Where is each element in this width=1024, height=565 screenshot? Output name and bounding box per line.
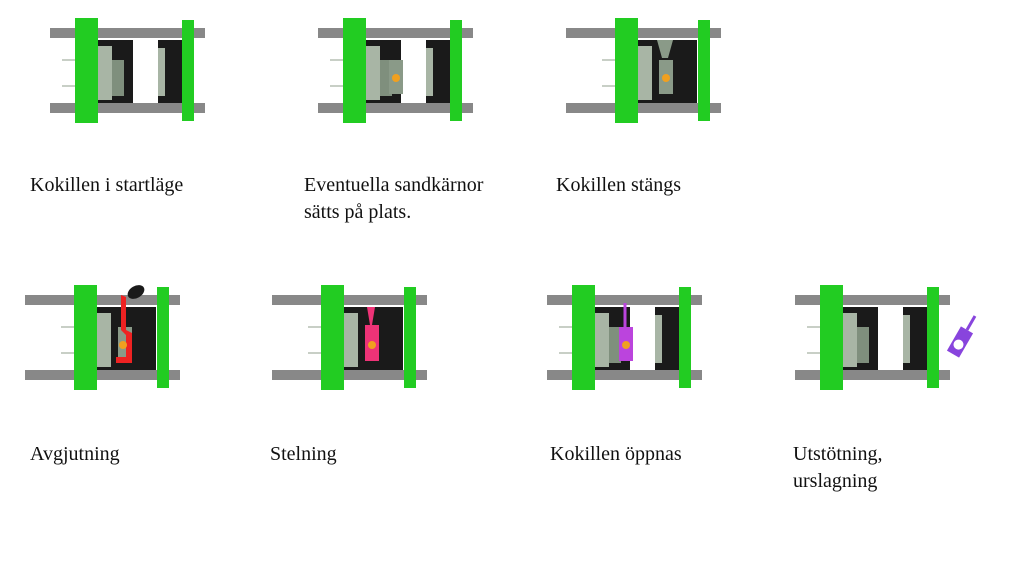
fixed-platen — [698, 20, 710, 121]
ejector-plate — [843, 313, 857, 367]
fixed-die-insert — [903, 315, 910, 363]
fixed-platen — [450, 20, 462, 121]
tie-bar-bottom — [318, 103, 473, 113]
fixed-platen — [157, 287, 169, 388]
ejector-plate — [366, 46, 380, 100]
machine-diagram — [547, 285, 702, 390]
tie-bar-bottom — [25, 370, 180, 380]
fixed-platen — [927, 287, 939, 388]
die-insert — [112, 60, 124, 96]
machine-diagram — [566, 18, 721, 123]
core-dot — [119, 341, 127, 349]
die-insert — [609, 327, 621, 363]
ejector-plate — [344, 313, 358, 367]
moving-platen — [321, 285, 344, 390]
ejector-plate — [98, 46, 112, 100]
caption-step-7: Utstötning, urslagning — [793, 441, 882, 495]
caption-step-3: Kokillen stängs — [556, 174, 681, 196]
machine-diagram — [50, 18, 205, 123]
sprue — [367, 307, 375, 325]
core-dot — [662, 74, 670, 82]
core-dot — [392, 74, 400, 82]
ladle — [127, 285, 145, 299]
caption-step-6: Kokillen öppnas — [550, 443, 682, 465]
die-insert — [857, 327, 869, 363]
caption-step-1: Kokillen i startläge — [30, 174, 184, 196]
caption-line: sätts på plats. — [304, 201, 412, 223]
tie-bar-top — [318, 28, 473, 38]
caption-line: urslagning — [793, 470, 878, 492]
tie-bar-top — [795, 295, 950, 305]
tie-bar-top — [547, 295, 702, 305]
ejected-casting — [946, 315, 977, 358]
tie-bar-bottom — [795, 370, 950, 380]
tie-bar-bottom — [50, 103, 205, 113]
moving-platen — [75, 18, 98, 123]
moving-platen — [820, 285, 843, 390]
ejector-plate — [595, 313, 609, 367]
fixed-platen — [679, 287, 691, 388]
caption-step-4: Avgjutning — [30, 443, 120, 465]
tie-bar-bottom — [547, 370, 702, 380]
moving-platen — [343, 18, 366, 123]
core-dot — [622, 341, 630, 349]
caption-line: Utstötning, — [793, 443, 883, 465]
caption-step-2: Eventuella sandkärnor sätts på plats. — [304, 172, 483, 226]
moving-platen — [572, 285, 595, 390]
caption-line: Eventuella sandkärnor — [304, 174, 484, 196]
moving-platen — [615, 18, 638, 123]
ejector-plate — [638, 46, 652, 100]
machine-diagram — [795, 285, 977, 390]
caption-step-5: Stelning — [270, 443, 337, 465]
core-dot — [368, 341, 376, 349]
tie-bar-top — [272, 295, 427, 305]
tie-bar-top — [50, 28, 205, 38]
machine-diagram — [272, 285, 427, 390]
tie-bar-top — [566, 28, 721, 38]
molten-metal — [116, 295, 132, 363]
fixed-die-insert — [158, 48, 165, 96]
sprue — [657, 40, 673, 58]
fixed-platen — [182, 20, 194, 121]
tie-bar-top — [25, 295, 180, 305]
fixed-platen — [404, 287, 416, 388]
fixed-die-insert — [655, 315, 662, 363]
machine-diagram — [318, 18, 473, 123]
tie-bar-bottom — [566, 103, 721, 113]
fixed-die-insert — [426, 48, 433, 96]
machine-diagram — [25, 285, 180, 390]
tie-bar-bottom — [272, 370, 427, 380]
moving-platen — [74, 285, 97, 390]
ejector-plate — [97, 313, 111, 367]
